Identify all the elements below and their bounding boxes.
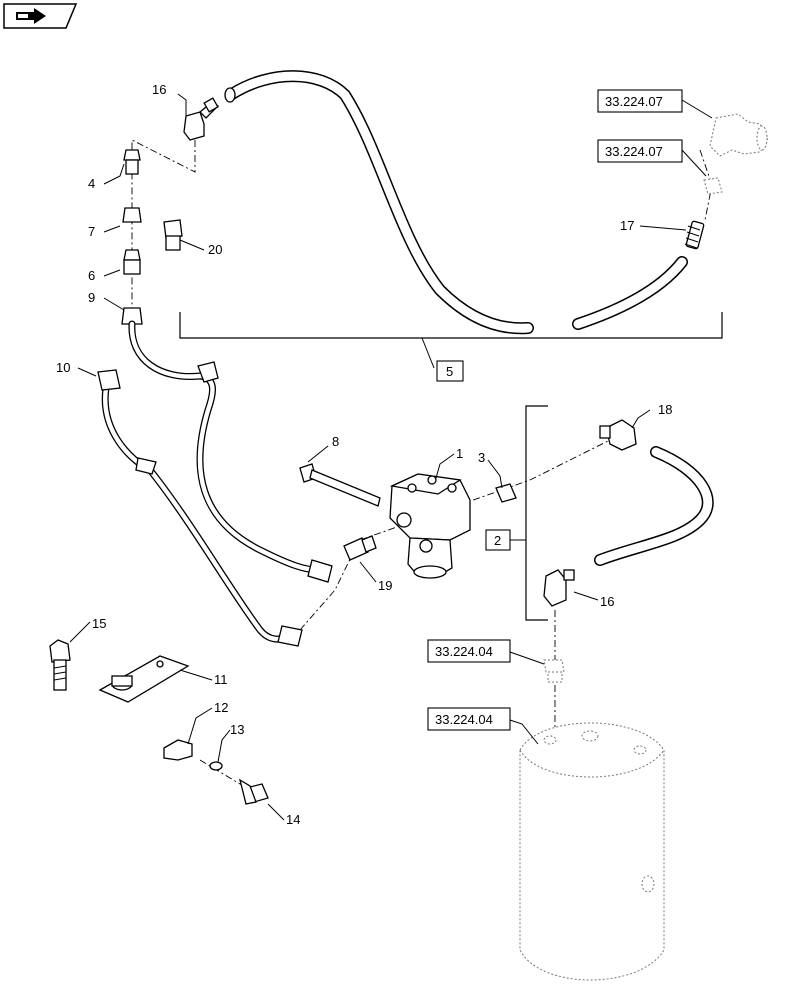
- part-7-nut: [122, 207, 142, 223]
- svg-text:2: 2: [494, 533, 501, 548]
- reference-top-fitting[interactable]: 33.224.07: [597, 139, 683, 163]
- part-19-fitting: [343, 535, 377, 561]
- part-4-fitting: [123, 149, 141, 175]
- part-16-elbow-lower: [543, 569, 575, 607]
- part-11-plate: [98, 655, 190, 703]
- short-hose: [594, 446, 714, 566]
- assembly-axes: [131, 139, 713, 791]
- leader-lines: [69, 93, 713, 821]
- part-9-nut: [121, 307, 143, 325]
- callout-2-box: 2: [485, 529, 511, 551]
- callout-11: 11: [214, 672, 228, 687]
- callout-12: 12: [214, 700, 228, 715]
- part-1-valve: [389, 473, 471, 579]
- callout-3: 3: [478, 450, 485, 465]
- svg-text:33.224.07: 33.224.07: [605, 144, 663, 159]
- part-16-elbow-top: [183, 97, 220, 141]
- svg-text:33.224.07: 33.224.07: [605, 94, 663, 109]
- reference-elbow-top: [709, 113, 769, 157]
- reference-air-tank: [519, 722, 665, 981]
- navigation-arrow-icon[interactable]: [3, 3, 78, 29]
- kit-5-bracket: [179, 312, 723, 339]
- part-8-bolt: [299, 463, 381, 507]
- rigid-tube-9: [128, 320, 333, 583]
- part-18-tee: [599, 419, 637, 451]
- callout-1: 1: [456, 446, 463, 461]
- reference-tank-fitting: [543, 659, 565, 683]
- reference-tank-fitting-label[interactable]: 33.224.04: [427, 639, 511, 663]
- reference-top-elbow[interactable]: 33.224.07: [597, 89, 683, 113]
- svg-text:5: 5: [446, 364, 453, 379]
- reference-tank-label[interactable]: 33.224.04: [427, 707, 511, 731]
- callout-10: 10: [56, 360, 70, 375]
- part-3-fitting: [495, 483, 517, 503]
- part-12-clip: [163, 739, 193, 761]
- kit-2-bracket: [525, 405, 548, 621]
- svg-text:33.224.04: 33.224.04: [435, 644, 493, 659]
- callout-4: 4: [88, 176, 95, 191]
- callout-14: 14: [286, 812, 300, 827]
- long-hose: [224, 70, 688, 335]
- svg-text:33.224.04: 33.224.04: [435, 712, 493, 727]
- part-13-washer: [209, 761, 223, 771]
- callout-18: 18: [658, 402, 672, 417]
- callout-6: 6: [88, 268, 95, 283]
- callout-16-top: 16: [152, 82, 166, 97]
- callout-9: 9: [88, 290, 95, 305]
- callout-17: 17: [620, 218, 634, 233]
- callout-8: 8: [332, 434, 339, 449]
- part-17-stem: [684, 220, 705, 250]
- part-6-fitting: [123, 249, 141, 275]
- part-20-fitting: [163, 219, 183, 251]
- part-15-bolt: [49, 639, 71, 691]
- part-14-bolt: [238, 778, 269, 805]
- rigid-tube-10: [97, 369, 303, 647]
- callout-5-box: 5: [436, 360, 464, 382]
- callout-20: 20: [208, 242, 222, 257]
- callout-13: 13: [230, 722, 244, 737]
- callout-19: 19: [378, 578, 392, 593]
- callout-labels: 16 4 7 6 9 10 20 17 18 8 1 3 19 16 15 11…: [56, 82, 672, 827]
- callout-7: 7: [88, 224, 95, 239]
- reference-fitting-top: [703, 177, 723, 195]
- callout-16-lower: 16: [600, 594, 614, 609]
- callout-15: 15: [92, 616, 106, 631]
